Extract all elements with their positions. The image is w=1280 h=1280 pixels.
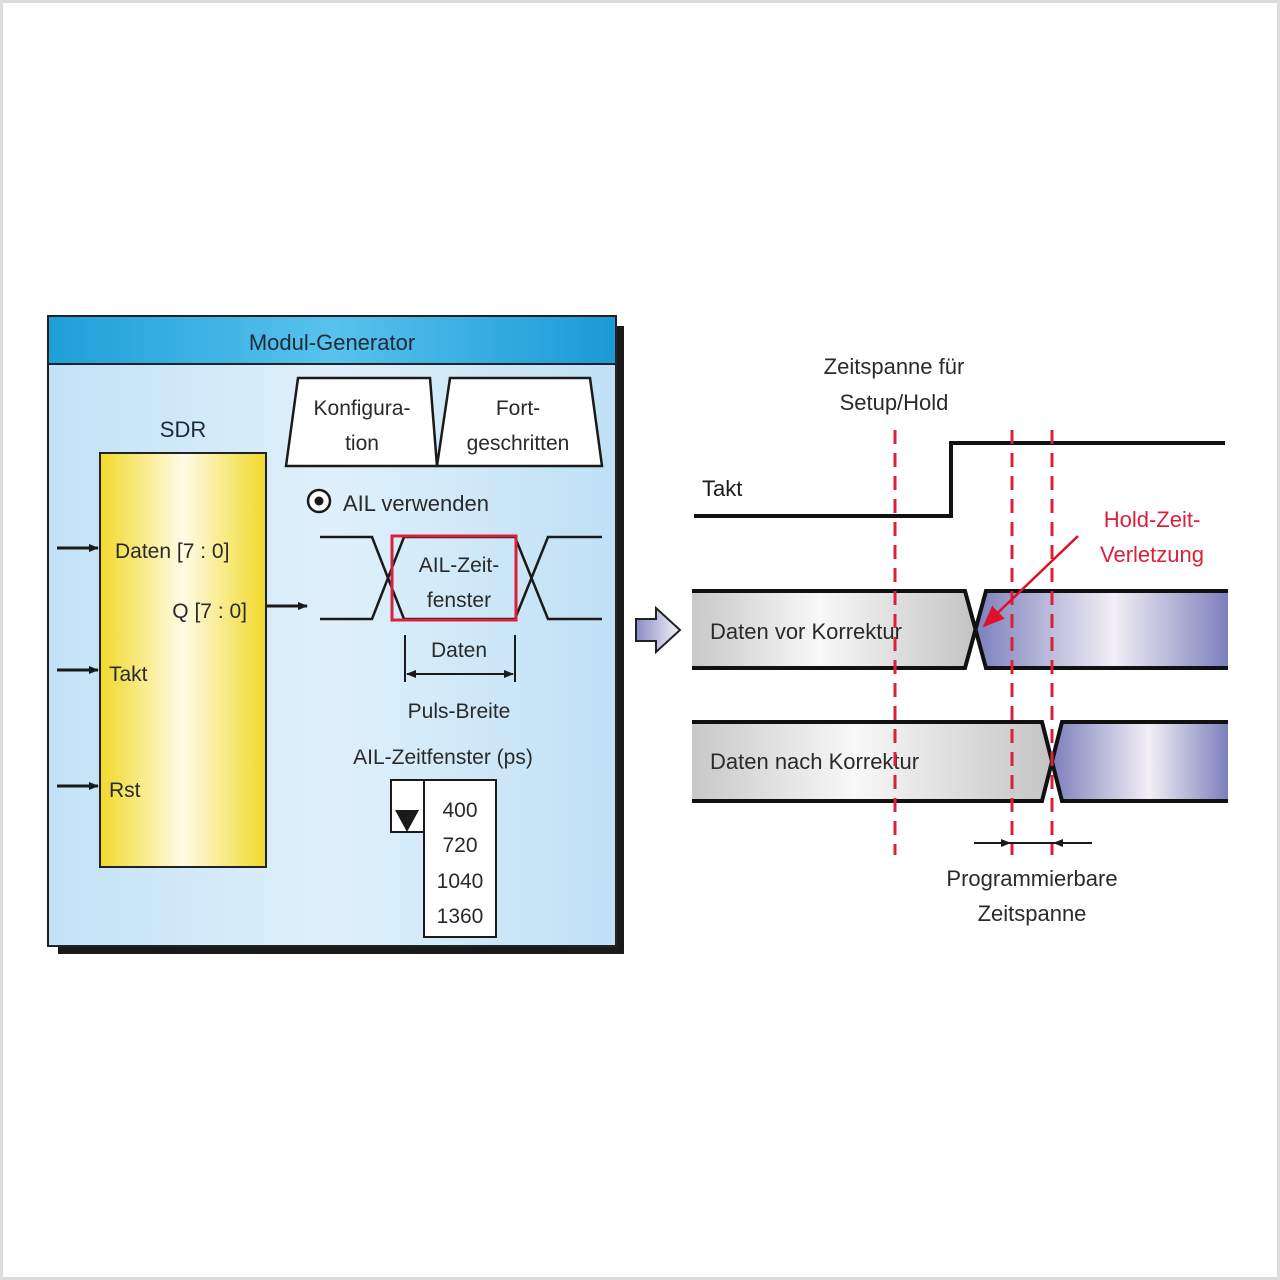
waveform-right-a: [513, 536, 602, 621]
radio-label: AIL verwenden: [343, 491, 489, 516]
ail-window-line1: AIL-Zeit-: [419, 554, 500, 577]
ail-window-line2: fenster: [427, 589, 491, 612]
port-q: Q [7 : 0]: [172, 600, 247, 623]
radio-selected-dot: [314, 496, 324, 506]
tab-konfiguration-shape[interactable]: [284, 376, 439, 468]
module-generator-panel: Modul-Generator SDR Daten [7 : 0] Q [7 :…: [47, 315, 624, 954]
tab-fortgeschritten-line2: geschritten: [467, 432, 570, 455]
panel-title: Modul-Generator: [249, 330, 415, 355]
setup-hold-title-line1: Zeitspanne für: [824, 354, 965, 379]
dropdown-option[interactable]: 720: [442, 834, 477, 857]
hold-violation-line2: Verletzung: [1100, 542, 1204, 567]
ail-window-highlight: [390, 534, 518, 622]
tab-konfiguration[interactable]: Konfigura- tion: [284, 376, 439, 468]
ail-window-dropdown[interactable]: 400 720 1040 1360: [390, 779, 497, 938]
clock-waveform: [694, 441, 1225, 518]
pulse-width-label: Puls-Breite: [408, 700, 511, 723]
data-before-label: Daten vor Korrektur: [710, 619, 902, 644]
data-after-new-fill: [1052, 722, 1228, 801]
dropdown-option[interactable]: 400: [442, 799, 477, 822]
waveform-right-b: [513, 535, 602, 620]
hold-violation-line1: Hold-Zeit-: [1104, 507, 1201, 532]
sdr-block: [99, 452, 267, 868]
tab-konfiguration-line2: tion: [345, 432, 379, 455]
data-after-label: Daten nach Korrektur: [710, 749, 919, 774]
tab-fortgeschritten-shape[interactable]: [435, 376, 604, 468]
ail-radio-option[interactable]: AIL verwenden: [306, 488, 489, 516]
flow-arrow-icon: [635, 605, 682, 655]
dropdown-option[interactable]: 1360: [437, 905, 484, 928]
data-row-before: Daten vor Korrektur: [692, 589, 1228, 670]
dropdown-triangle-icon: [395, 810, 419, 832]
dropdown-label: AIL-Zeitfenster (ps): [353, 746, 533, 769]
data-before-edge-b: [692, 589, 1228, 670]
setup-hold-title-line2: Setup/Hold: [840, 390, 949, 415]
daten-label: Daten: [431, 639, 487, 662]
hold-violation-arrow: [982, 535, 1079, 628]
programmable-label-line1: Programmierbare: [946, 866, 1117, 891]
port-daten: Daten [7 : 0]: [115, 540, 229, 563]
timing-diagram: Zeitspanne für Setup/Hold Takt Daten vor…: [692, 354, 1228, 926]
data-before-new-fill: [975, 591, 1228, 668]
tab-konfiguration-line1: Konfigura-: [314, 397, 411, 420]
panel-header: [47, 315, 617, 365]
port-takt: Takt: [109, 663, 148, 686]
tab-fortgeschritten-line1: Fort-: [496, 397, 540, 420]
port-rst: Rst: [109, 779, 141, 802]
sdr-label: SDR: [160, 417, 206, 442]
data-before-old-fill: [692, 591, 975, 668]
tab-fortgeschritten[interactable]: Fort- geschritten: [435, 376, 604, 468]
data-after-old-fill: [692, 722, 1052, 801]
clock-label: Takt: [702, 476, 742, 501]
data-row-after: Daten nach Korrektur: [692, 720, 1228, 803]
dropdown-list[interactable]: [423, 779, 497, 938]
programmable-label-line2: Zeitspanne: [978, 901, 1087, 926]
dropdown-option[interactable]: 1040: [437, 870, 484, 893]
